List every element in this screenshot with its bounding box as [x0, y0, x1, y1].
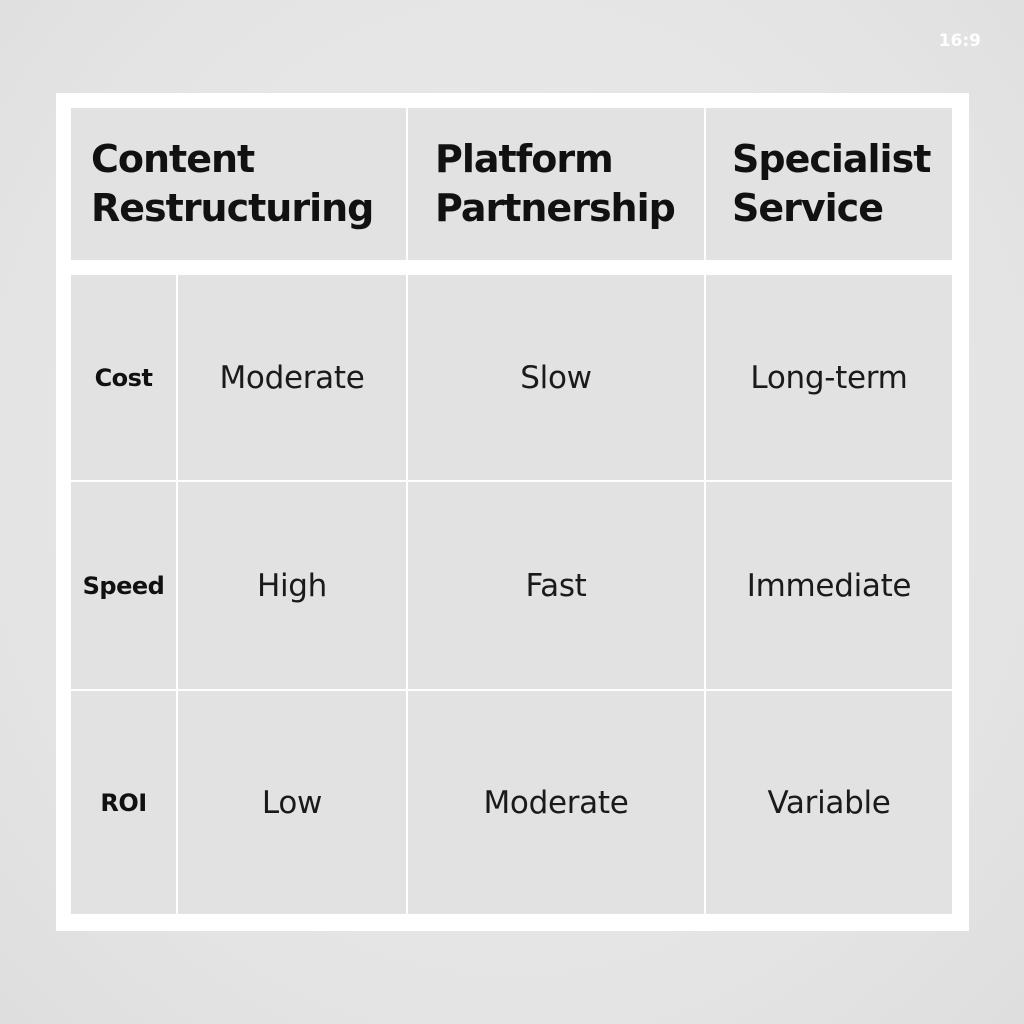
- table-cell: Low: [178, 691, 406, 914]
- cell-cost-platform-partnership: Slow: [520, 359, 592, 396]
- table-cell: Fast: [408, 482, 704, 689]
- header-cell-specialist-service: Specialist Service: [706, 108, 952, 260]
- row-label-cell-cost: Cost: [71, 275, 176, 480]
- cell-roi-platform-partnership: Moderate: [483, 784, 629, 821]
- row-label-cell-roi: ROI: [71, 691, 176, 914]
- cell-speed-platform-partnership: Fast: [525, 567, 587, 604]
- header-platform-partnership: Platform Partnership: [435, 137, 676, 230]
- header-content-restructuring: Content Restructuring: [91, 137, 374, 230]
- row-label-cost: Cost: [94, 363, 153, 392]
- row-label-speed: Speed: [82, 571, 165, 600]
- row-label-cell-speed: Speed: [71, 482, 176, 689]
- table-cell: Variable: [706, 691, 952, 914]
- table-cell: High: [178, 482, 406, 689]
- cell-roi-content-restructuring: Low: [261, 784, 323, 821]
- row-label-roi: ROI: [100, 788, 147, 817]
- header-cell-content-restructuring: Content Restructuring: [71, 108, 406, 260]
- table-cell: Slow: [408, 275, 704, 480]
- table-cell: Immediate: [706, 482, 952, 689]
- cell-cost-specialist-service: Long-term: [750, 359, 908, 396]
- cell-roi-specialist-service: Variable: [767, 784, 891, 821]
- cell-speed-content-restructuring: High: [256, 567, 328, 604]
- cell-cost-content-restructuring: Moderate: [219, 359, 365, 396]
- table-cell: Moderate: [408, 691, 704, 914]
- header-specialist-service: Specialist Service: [732, 137, 931, 230]
- comparison-table: Content Restructuring Platform Partnersh…: [56, 93, 969, 931]
- aspect-ratio-label: 16:9: [938, 31, 981, 51]
- table-cell: Long-term: [706, 275, 952, 480]
- table-cell: Moderate: [178, 275, 406, 480]
- header-cell-platform-partnership: Platform Partnership: [408, 108, 704, 260]
- cell-speed-specialist-service: Immediate: [746, 567, 912, 604]
